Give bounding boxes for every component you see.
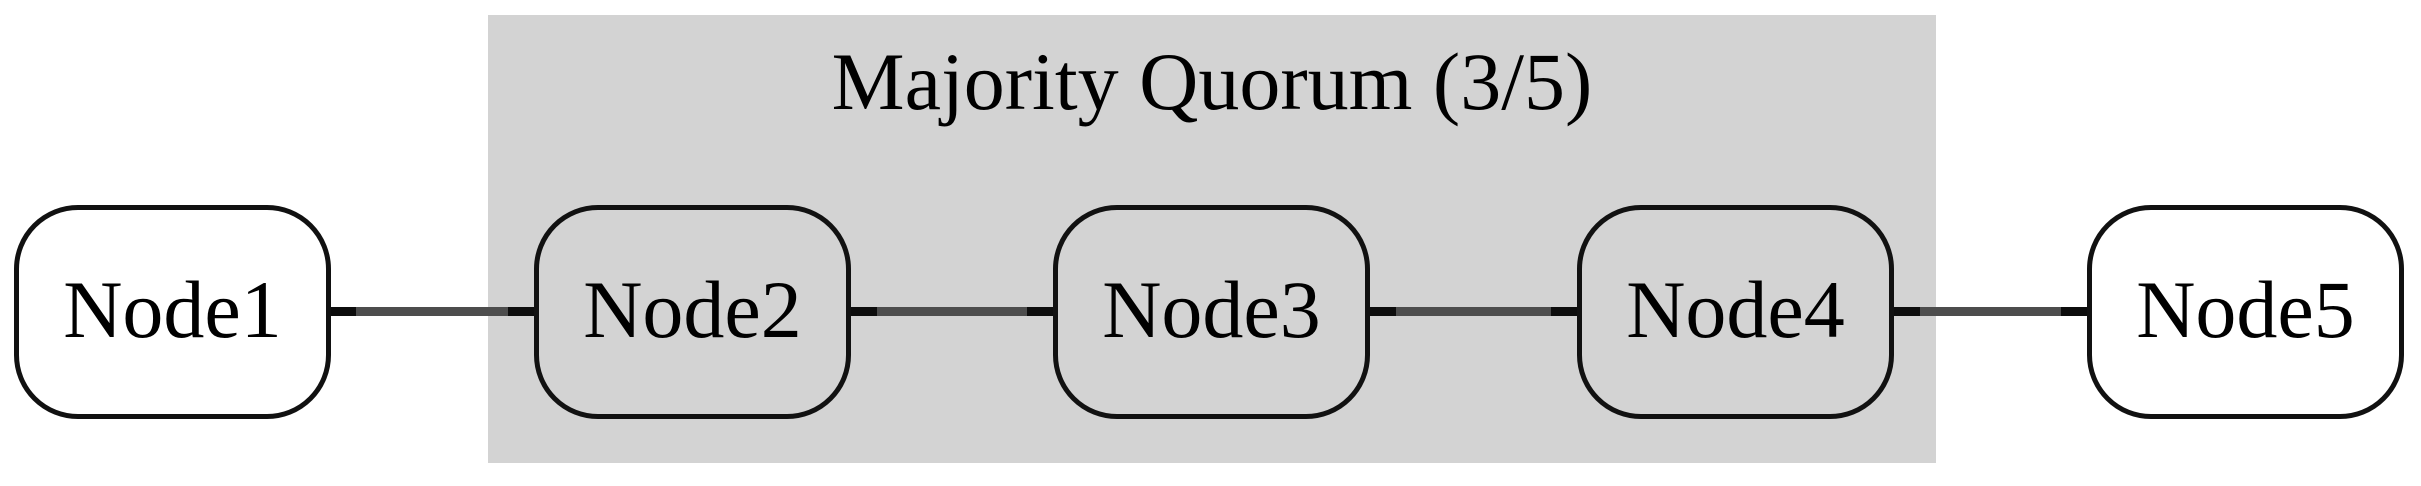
cluster-label: Majority Quorum (3/5) <box>831 36 1593 127</box>
node-node1: Node1 <box>14 205 331 419</box>
node-node2-label: Node2 <box>583 264 802 355</box>
node-node2: Node2 <box>534 205 851 419</box>
node-node5-label: Node5 <box>2136 264 2355 355</box>
edge-node1-node2 <box>322 307 542 316</box>
node-node1-label: Node1 <box>63 264 282 355</box>
node-node3-label: Node3 <box>1102 264 1321 355</box>
node-node4: Node4 <box>1577 205 1894 419</box>
node-node5: Node5 <box>2087 205 2404 419</box>
node-node4-label: Node4 <box>1626 264 1845 355</box>
node-node3: Node3 <box>1053 205 1370 419</box>
edge-node4-node5 <box>1886 307 2095 316</box>
edge-node2-node3 <box>843 307 1061 316</box>
edge-node3-node4 <box>1362 307 1585 316</box>
